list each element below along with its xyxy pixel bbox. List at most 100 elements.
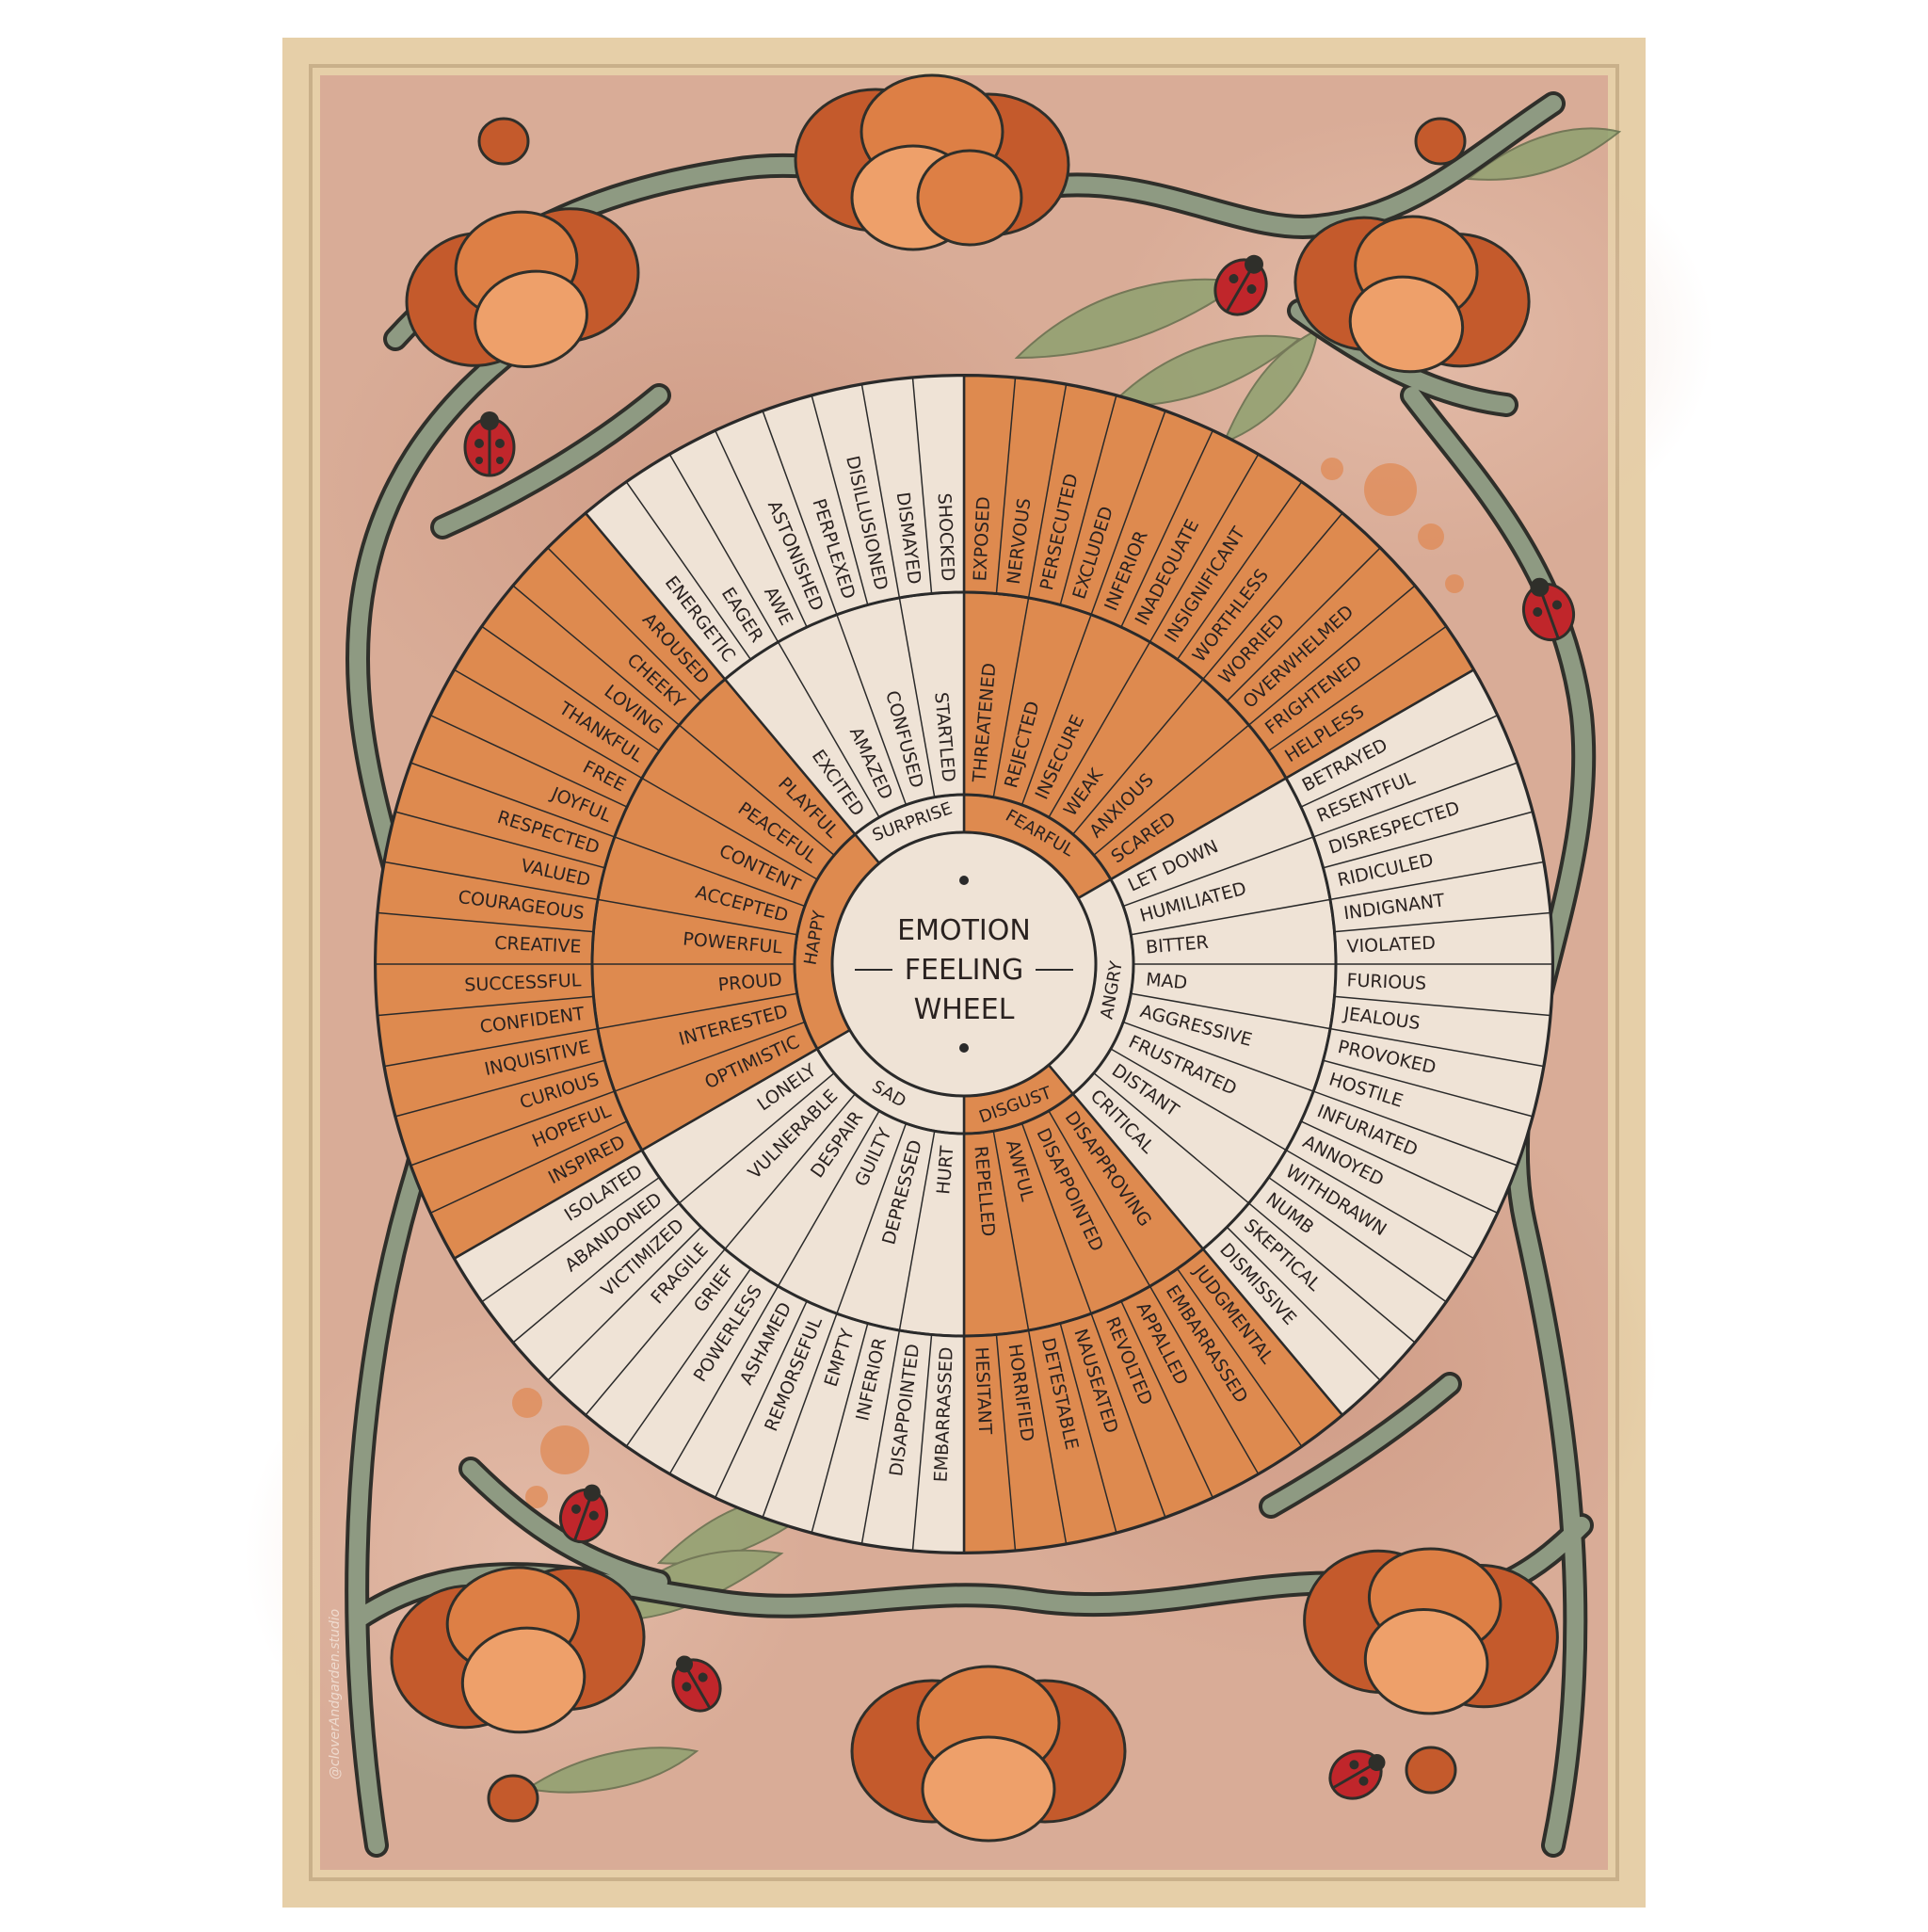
outer-divider xyxy=(762,1312,838,1518)
wheel-title-line-2: FEELING xyxy=(905,954,1023,987)
outer-divider xyxy=(1176,1268,1303,1447)
outer-divider xyxy=(430,715,628,808)
decorative-dots xyxy=(512,458,1464,1525)
outer-divider xyxy=(1120,1300,1213,1498)
middle-label-mad: MAD xyxy=(1145,969,1188,993)
outer-label-violated: VIOLATED xyxy=(1346,933,1436,958)
outer-divider xyxy=(547,547,702,702)
outer-divider xyxy=(547,1226,702,1381)
outer-divider xyxy=(1334,911,1550,933)
outer-divider xyxy=(1027,384,1068,599)
middle-divider xyxy=(1020,614,1092,806)
middle-divider xyxy=(678,724,835,856)
outer-divider xyxy=(378,911,594,933)
middle-divider xyxy=(1072,678,1204,835)
ladybug-icon xyxy=(463,411,516,477)
outer-divider xyxy=(1149,1285,1260,1474)
middle-divider xyxy=(898,1131,936,1331)
outer-divider xyxy=(410,1090,616,1167)
title-dot-bottom xyxy=(959,1043,969,1053)
outer-divider xyxy=(625,1268,752,1447)
outer-divider xyxy=(1226,547,1381,702)
middle-divider xyxy=(1131,992,1331,1030)
outer-divider xyxy=(1248,1202,1416,1344)
ladybug-icon xyxy=(558,1484,609,1544)
ring-outline xyxy=(793,793,1135,1135)
outer-divider xyxy=(811,1323,869,1533)
middle-divider xyxy=(724,1093,856,1250)
poppy-flower xyxy=(405,207,640,369)
middle-divider xyxy=(614,1021,806,1092)
outer-label-hesitant: HESITANT xyxy=(971,1346,995,1435)
middle-divider xyxy=(898,597,936,797)
frame-inner-edge xyxy=(309,64,1619,1881)
outer-label-shocked: SHOCKED xyxy=(934,492,958,582)
poppy-bud xyxy=(477,117,1467,1823)
outer-divider xyxy=(911,378,933,594)
outer-divider xyxy=(911,1334,933,1551)
outer-divider xyxy=(1248,585,1416,726)
outer-divider xyxy=(625,481,752,660)
wheel-center: EMOTION FEELING WHEEL xyxy=(830,830,1098,1098)
outer-divider xyxy=(395,1059,605,1118)
poppy-flower xyxy=(1303,1547,1559,1715)
middle-divider xyxy=(614,836,806,908)
outer-divider xyxy=(1285,1149,1474,1260)
wheel-center-disc xyxy=(830,830,1098,1098)
middle-divider xyxy=(641,777,818,880)
outer-divider xyxy=(1323,1059,1533,1118)
outer-divider xyxy=(1312,762,1518,838)
outer-divider xyxy=(512,1202,680,1344)
poppy-flower xyxy=(794,73,1070,251)
ring-outline xyxy=(590,590,1338,1338)
outer-divider xyxy=(481,1176,660,1303)
ladybug-icon xyxy=(1522,577,1575,642)
outer-label-successful: SUCCESSFUL xyxy=(464,970,582,995)
outer-divider xyxy=(995,378,1017,594)
middle-divider xyxy=(777,1110,880,1287)
middle-divider xyxy=(1093,1072,1250,1204)
ladybug-icon xyxy=(1328,1749,1386,1800)
outer-divider xyxy=(1334,995,1550,1017)
middle-divider xyxy=(836,1122,908,1314)
outer-divider xyxy=(1226,1226,1381,1381)
outer-divider xyxy=(995,1334,1017,1551)
title-dot-top xyxy=(959,876,969,885)
outer-divider xyxy=(668,454,779,643)
middle-divider xyxy=(1048,641,1151,818)
middle-divider xyxy=(1048,1110,1151,1287)
outer-label-furious: FURIOUS xyxy=(1346,970,1426,994)
outer-divider xyxy=(1059,395,1117,605)
outer-divider xyxy=(715,430,808,628)
outer-divider xyxy=(1268,1176,1447,1303)
outer-divider xyxy=(378,995,594,1017)
poppy-flower xyxy=(1293,215,1531,374)
ladybug-icon xyxy=(671,1655,722,1713)
middle-divider xyxy=(1131,898,1331,936)
outer-divider xyxy=(1268,625,1447,752)
middle-divider xyxy=(597,898,797,936)
outer-divider xyxy=(860,1329,901,1544)
outer-divider xyxy=(1312,1090,1518,1167)
outer-divider xyxy=(1323,811,1533,869)
outer-divider xyxy=(1300,1120,1498,1214)
outer-divider xyxy=(384,861,599,901)
middle-divider xyxy=(992,597,1030,797)
outer-divider xyxy=(384,1027,599,1068)
outer-divider xyxy=(668,1285,779,1474)
outer-divider xyxy=(1202,512,1343,680)
outer-divider xyxy=(454,668,643,780)
outer-divider xyxy=(481,625,660,752)
middle-divider xyxy=(1020,1122,1092,1314)
outer-divider xyxy=(1090,411,1166,616)
outer-divider xyxy=(1300,715,1498,808)
outer-divider xyxy=(1329,861,1544,901)
middle-divider xyxy=(836,614,908,806)
outer-divider xyxy=(860,384,901,599)
artist-signature: @cloverAndgarden.studio xyxy=(328,1609,343,1779)
outer-divider xyxy=(395,811,605,869)
outer-divider xyxy=(1176,481,1303,660)
outer-divider xyxy=(1090,1312,1166,1518)
